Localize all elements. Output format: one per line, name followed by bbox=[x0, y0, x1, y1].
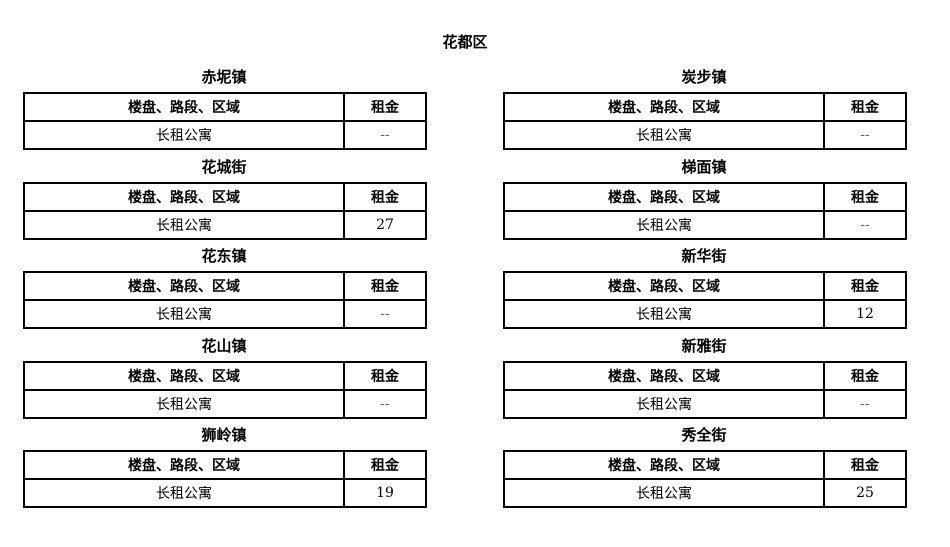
rent-value: 25 bbox=[823, 478, 907, 509]
rent-value: 27 bbox=[343, 209, 427, 240]
rent-value: 19 bbox=[343, 478, 427, 509]
header-rent: 租金 bbox=[343, 271, 427, 302]
table-row: 长租公寓 -- bbox=[503, 388, 907, 419]
district-section: 赤坭镇 楼盘、路段、区域 租金 长租公寓 -- bbox=[23, 63, 427, 153]
section-title: 炭步镇 bbox=[681, 68, 727, 86]
district-section: 秀全街 楼盘、路段、区域 租金 长租公寓 25 bbox=[503, 421, 907, 511]
header-area: 楼盘、路段、区域 bbox=[503, 92, 825, 122]
header-area: 楼盘、路段、区域 bbox=[503, 181, 825, 212]
rent-table: 楼盘、路段、区域 租金 长租公寓 12 bbox=[503, 271, 907, 330]
rent-table: 楼盘、路段、区域 租金 长租公寓 -- bbox=[503, 92, 907, 150]
district-section: 花城街 楼盘、路段、区域 租金 长租公寓 27 bbox=[23, 153, 427, 243]
left-column: 赤坭镇 楼盘、路段、区域 租金 长租公寓 -- 花城街 楼盘、路段、区域 租金 … bbox=[23, 63, 427, 511]
header-rent: 租金 bbox=[823, 271, 907, 302]
header-area: 楼盘、路段、区域 bbox=[23, 271, 345, 302]
row-label: 长租公寓 bbox=[503, 388, 825, 419]
header-rent: 租金 bbox=[343, 360, 427, 391]
table-header-row: 楼盘、路段、区域 租金 bbox=[503, 271, 907, 302]
table-header-row: 楼盘、路段、区域 租金 bbox=[503, 450, 907, 481]
header-rent: 租金 bbox=[823, 360, 907, 391]
header-rent: 租金 bbox=[343, 92, 427, 122]
district-section: 花山镇 楼盘、路段、区域 租金 长租公寓 -- bbox=[23, 332, 427, 422]
district-section: 新雅街 楼盘、路段、区域 租金 长租公寓 -- bbox=[503, 332, 907, 422]
table-header-row: 楼盘、路段、区域 租金 bbox=[503, 181, 907, 212]
section-title: 花东镇 bbox=[201, 247, 247, 266]
district-section: 花东镇 楼盘、路段、区域 租金 长租公寓 -- bbox=[23, 242, 427, 332]
section-title: 秀全街 bbox=[681, 426, 727, 445]
row-label: 长租公寓 bbox=[503, 478, 825, 509]
table-row: 长租公寓 12 bbox=[503, 299, 907, 330]
rent-table: 楼盘、路段、区域 租金 长租公寓 19 bbox=[23, 450, 427, 509]
row-label: 长租公寓 bbox=[23, 209, 345, 240]
section-title: 花城街 bbox=[201, 157, 247, 176]
row-label: 长租公寓 bbox=[23, 478, 345, 509]
section-title: 花山镇 bbox=[201, 336, 247, 355]
table-row: 长租公寓 -- bbox=[23, 299, 427, 330]
rent-value: 12 bbox=[823, 299, 907, 330]
table-header-row: 楼盘、路段、区域 租金 bbox=[23, 450, 427, 481]
row-label: 长租公寓 bbox=[503, 209, 825, 240]
rent-value: -- bbox=[823, 209, 907, 240]
rent-table: 楼盘、路段、区域 租金 长租公寓 -- bbox=[23, 360, 427, 419]
table-header-row: 楼盘、路段、区域 租金 bbox=[23, 181, 427, 212]
rent-value: -- bbox=[343, 120, 427, 150]
row-label: 长租公寓 bbox=[503, 299, 825, 330]
header-rent: 租金 bbox=[343, 450, 427, 481]
rent-table: 楼盘、路段、区域 租金 长租公寓 27 bbox=[23, 181, 427, 240]
table-header-row: 楼盘、路段、区域 租金 bbox=[23, 92, 427, 122]
section-title: 新华街 bbox=[681, 247, 727, 266]
table-header-row: 楼盘、路段、区域 租金 bbox=[23, 271, 427, 302]
rent-table: 楼盘、路段、区域 租金 长租公寓 -- bbox=[503, 360, 907, 419]
row-label: 长租公寓 bbox=[23, 299, 345, 330]
district-section: 狮岭镇 楼盘、路段、区域 租金 长租公寓 19 bbox=[23, 421, 427, 511]
table-row: 长租公寓 25 bbox=[503, 478, 907, 509]
row-label: 长租公寓 bbox=[23, 388, 345, 419]
district-section: 梯面镇 楼盘、路段、区域 租金 长租公寓 -- bbox=[503, 153, 907, 243]
rent-table: 楼盘、路段、区域 租金 长租公寓 -- bbox=[503, 181, 907, 240]
rent-value: -- bbox=[343, 388, 427, 419]
header-area: 楼盘、路段、区域 bbox=[23, 450, 345, 481]
header-area: 楼盘、路段、区域 bbox=[23, 360, 345, 391]
header-area: 楼盘、路段、区域 bbox=[503, 360, 825, 391]
table-row: 长租公寓 -- bbox=[503, 120, 907, 150]
row-label: 长租公寓 bbox=[23, 120, 345, 150]
header-area: 楼盘、路段、区域 bbox=[23, 181, 345, 212]
table-header-row: 楼盘、路段、区域 租金 bbox=[503, 360, 907, 391]
header-rent: 租金 bbox=[823, 181, 907, 212]
section-title: 新雅街 bbox=[681, 336, 727, 355]
right-column: 炭步镇 楼盘、路段、区域 租金 长租公寓 -- 梯面镇 楼盘、路段、区域 租金 … bbox=[503, 63, 907, 511]
table-row: 长租公寓 19 bbox=[23, 478, 427, 509]
table-row: 长租公寓 -- bbox=[23, 388, 427, 419]
table-row: 长租公寓 27 bbox=[23, 209, 427, 240]
row-label: 长租公寓 bbox=[503, 120, 825, 150]
table-header-row: 楼盘、路段、区域 租金 bbox=[503, 92, 907, 122]
rent-table: 楼盘、路段、区域 租金 长租公寓 -- bbox=[23, 271, 427, 330]
header-rent: 租金 bbox=[823, 92, 907, 122]
table-header-row: 楼盘、路段、区域 租金 bbox=[23, 360, 427, 391]
district-section: 新华街 楼盘、路段、区域 租金 长租公寓 12 bbox=[503, 242, 907, 332]
header-area: 楼盘、路段、区域 bbox=[503, 271, 825, 302]
page-title: 花都区 bbox=[442, 33, 488, 51]
rent-value: -- bbox=[343, 299, 427, 330]
header-rent: 租金 bbox=[343, 181, 427, 212]
rent-table: 楼盘、路段、区域 租金 长租公寓 25 bbox=[503, 450, 907, 509]
section-title: 狮岭镇 bbox=[201, 426, 247, 445]
section-title: 梯面镇 bbox=[681, 157, 727, 176]
header-area: 楼盘、路段、区域 bbox=[503, 450, 825, 481]
section-title: 赤坭镇 bbox=[201, 68, 247, 86]
rent-value: -- bbox=[823, 388, 907, 419]
header-area: 楼盘、路段、区域 bbox=[23, 92, 345, 122]
rent-table: 楼盘、路段、区域 租金 长租公寓 -- bbox=[23, 92, 427, 150]
table-row: 长租公寓 -- bbox=[23, 120, 427, 150]
header-rent: 租金 bbox=[823, 450, 907, 481]
district-section: 炭步镇 楼盘、路段、区域 租金 长租公寓 -- bbox=[503, 63, 907, 153]
rent-value: -- bbox=[823, 120, 907, 150]
table-row: 长租公寓 -- bbox=[503, 209, 907, 240]
